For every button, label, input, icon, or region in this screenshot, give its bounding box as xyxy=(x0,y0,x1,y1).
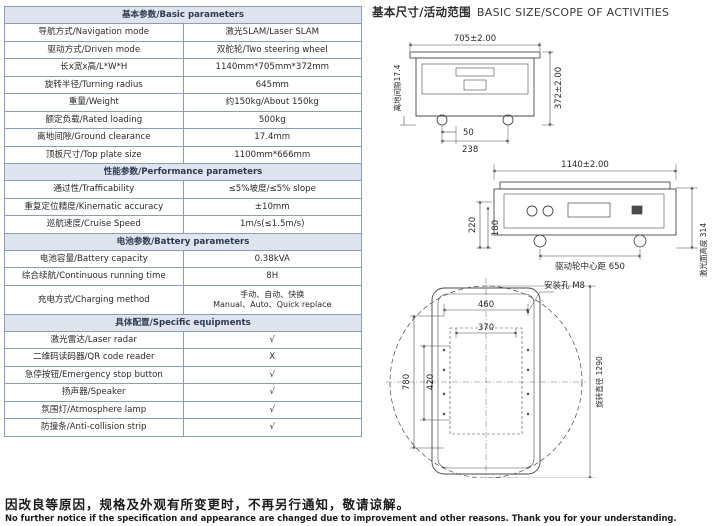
section-equipment-title: 具体配置/Specific equipments xyxy=(4,313,362,332)
spec-label: 氛围灯/Atmosphere lamp xyxy=(4,400,184,419)
spec-value: ±10mm xyxy=(182,197,362,216)
footer-notice-cn: 因改良等原因，规格及外观有所变更时，不再另行通知，敬请谅解。 xyxy=(5,497,411,512)
section-basic-title: 基本参数/Basic parameters xyxy=(4,6,362,24)
spec-value: 约150kg/About 150kg xyxy=(182,93,362,112)
spec-row: 扬声器/Speaker√ xyxy=(4,383,362,402)
spec-value: 8H xyxy=(182,267,362,286)
dimension-drawing: 705±2.00 372±2.00 离地间隙17.4 50 238 1140±2… xyxy=(386,34,708,478)
spec-label: 电池容量/Battery capacity xyxy=(4,249,184,268)
spec-label: 急停按钮/Emergency stop button xyxy=(4,365,184,384)
section-equipment: 具体配置/Specific equipments xyxy=(4,313,362,332)
dim-705: 705±2.00 xyxy=(454,34,496,44)
spec-row: 重复定位精度/Kinematic accuracy±10mm xyxy=(4,197,362,216)
section-battery: 电池参数/Battery parameters xyxy=(4,232,362,251)
dim-laser-height: 激光面高度 314 xyxy=(698,223,708,277)
spec-row: 氛围灯/Atmosphere lamp√ xyxy=(4,400,362,419)
spec-value: √ xyxy=(182,365,362,384)
spec-value: 1m/s(≤1.5m/s) xyxy=(182,215,362,234)
dim-180: 180 xyxy=(491,220,501,236)
front-view xyxy=(400,42,554,144)
dimension-title: 基本尺寸/活动范围 BASIC SIZE/SCOPE OF ACTIVITIES xyxy=(372,4,669,20)
dim-turn-diameter: 旋转直径 1290 xyxy=(594,356,604,408)
dim-238: 238 xyxy=(462,145,478,155)
spec-label: 巡航速度/Cruise Speed xyxy=(4,215,184,234)
section-performance-title: 性能参数/Performance parameters xyxy=(4,163,362,181)
spec-label: 充电方式/Charging method xyxy=(4,284,184,315)
spec-value: √ xyxy=(182,400,362,419)
dim-clearance: 离地间隙17.4 xyxy=(392,64,402,111)
spec-value: 645mm xyxy=(182,75,362,94)
side-view xyxy=(476,164,698,260)
dim-370: 370 xyxy=(478,323,494,333)
spec-row: 防撞条/Anti-collision strip√ xyxy=(4,418,362,437)
dim-wheel-center: 驱动轮中心距 650 xyxy=(555,261,625,272)
spec-label: 离地间隙/Ground clearance xyxy=(4,128,184,147)
spec-label: 旋转半径/Turning radius xyxy=(4,75,184,94)
dim-1140: 1140±2.00 xyxy=(561,160,609,170)
dim-372: 372±2.00 xyxy=(554,67,564,109)
spec-value: √ xyxy=(182,418,362,437)
spec-value: 1140mm*705mm*372mm xyxy=(182,58,362,77)
section-basic: 基本参数/Basic parameters xyxy=(4,6,362,24)
dim-460: 460 xyxy=(478,300,494,310)
spec-value: ≤5%坡度/≤5% slope xyxy=(182,180,362,199)
spec-label: 额定负载/Rated loading xyxy=(4,110,184,129)
spec-label: 顶板尺寸/Top plate size xyxy=(4,145,184,164)
spec-value: √ xyxy=(182,330,362,349)
spec-label: 激光雷达/Laser radar xyxy=(4,330,184,349)
spec-value: 双舵轮/Two steering wheel xyxy=(182,40,362,59)
top-view xyxy=(386,278,596,478)
spec-value: √ xyxy=(182,383,362,402)
spec-row: 激光雷达/Laser radar√ xyxy=(4,330,362,349)
spec-label: 防撞条/Anti-collision strip xyxy=(4,418,184,437)
dim-220: 220 xyxy=(468,217,478,233)
dimension-title-cn: 基本尺寸/活动范围 xyxy=(372,5,471,19)
charging-value-en: Manual、Auto、Quick replace xyxy=(213,299,332,309)
spec-value: 激光SLAM/Laser SLAM xyxy=(182,23,362,42)
spec-label: 综合续航/Continuous running time xyxy=(4,267,184,286)
dim-780: 780 xyxy=(402,374,412,390)
spec-label: 驱动方式/Driven mode xyxy=(4,40,184,59)
spec-label: 二维码读码器/QR code reader xyxy=(4,348,184,367)
dimension-title-en: BASIC SIZE/SCOPE OF ACTIVITIES xyxy=(476,6,670,19)
dim-420: 420 xyxy=(426,374,436,390)
spec-value: 17.4mm xyxy=(182,128,362,147)
section-performance: 性能参数/Performance parameters xyxy=(4,163,362,181)
charging-value-cn: 手动、自动、快换 xyxy=(240,289,305,299)
spec-label: 通过性/Trafficability xyxy=(4,180,184,199)
footer-notice-en: No further notice if the specification a… xyxy=(5,513,677,523)
section-battery-title: 电池参数/Battery parameters xyxy=(4,232,362,251)
label-mount-hole: 安装孔 M8 xyxy=(544,280,585,291)
dim-50: 50 xyxy=(463,128,474,138)
spec-value: 1100mm*666mm xyxy=(182,145,362,164)
spec-value: 0.38kVA xyxy=(182,249,362,268)
spec-label: 重复定位精度/Kinematic accuracy xyxy=(4,197,184,216)
spec-row: 急停按钮/Emergency stop button√ xyxy=(4,365,362,384)
spec-label: 重量/Weight xyxy=(4,93,184,112)
spec-label: 长x宽x高/L*W*H xyxy=(4,58,184,77)
spec-label: 扬声器/Speaker xyxy=(4,383,184,402)
spec-row: 通过性/Trafficability≤5%坡度/≤5% slope xyxy=(4,180,362,199)
spec-value: X xyxy=(182,348,362,367)
spec-value: 500kg xyxy=(182,110,362,129)
spec-label: 导航方式/Navigation mode xyxy=(4,23,184,42)
